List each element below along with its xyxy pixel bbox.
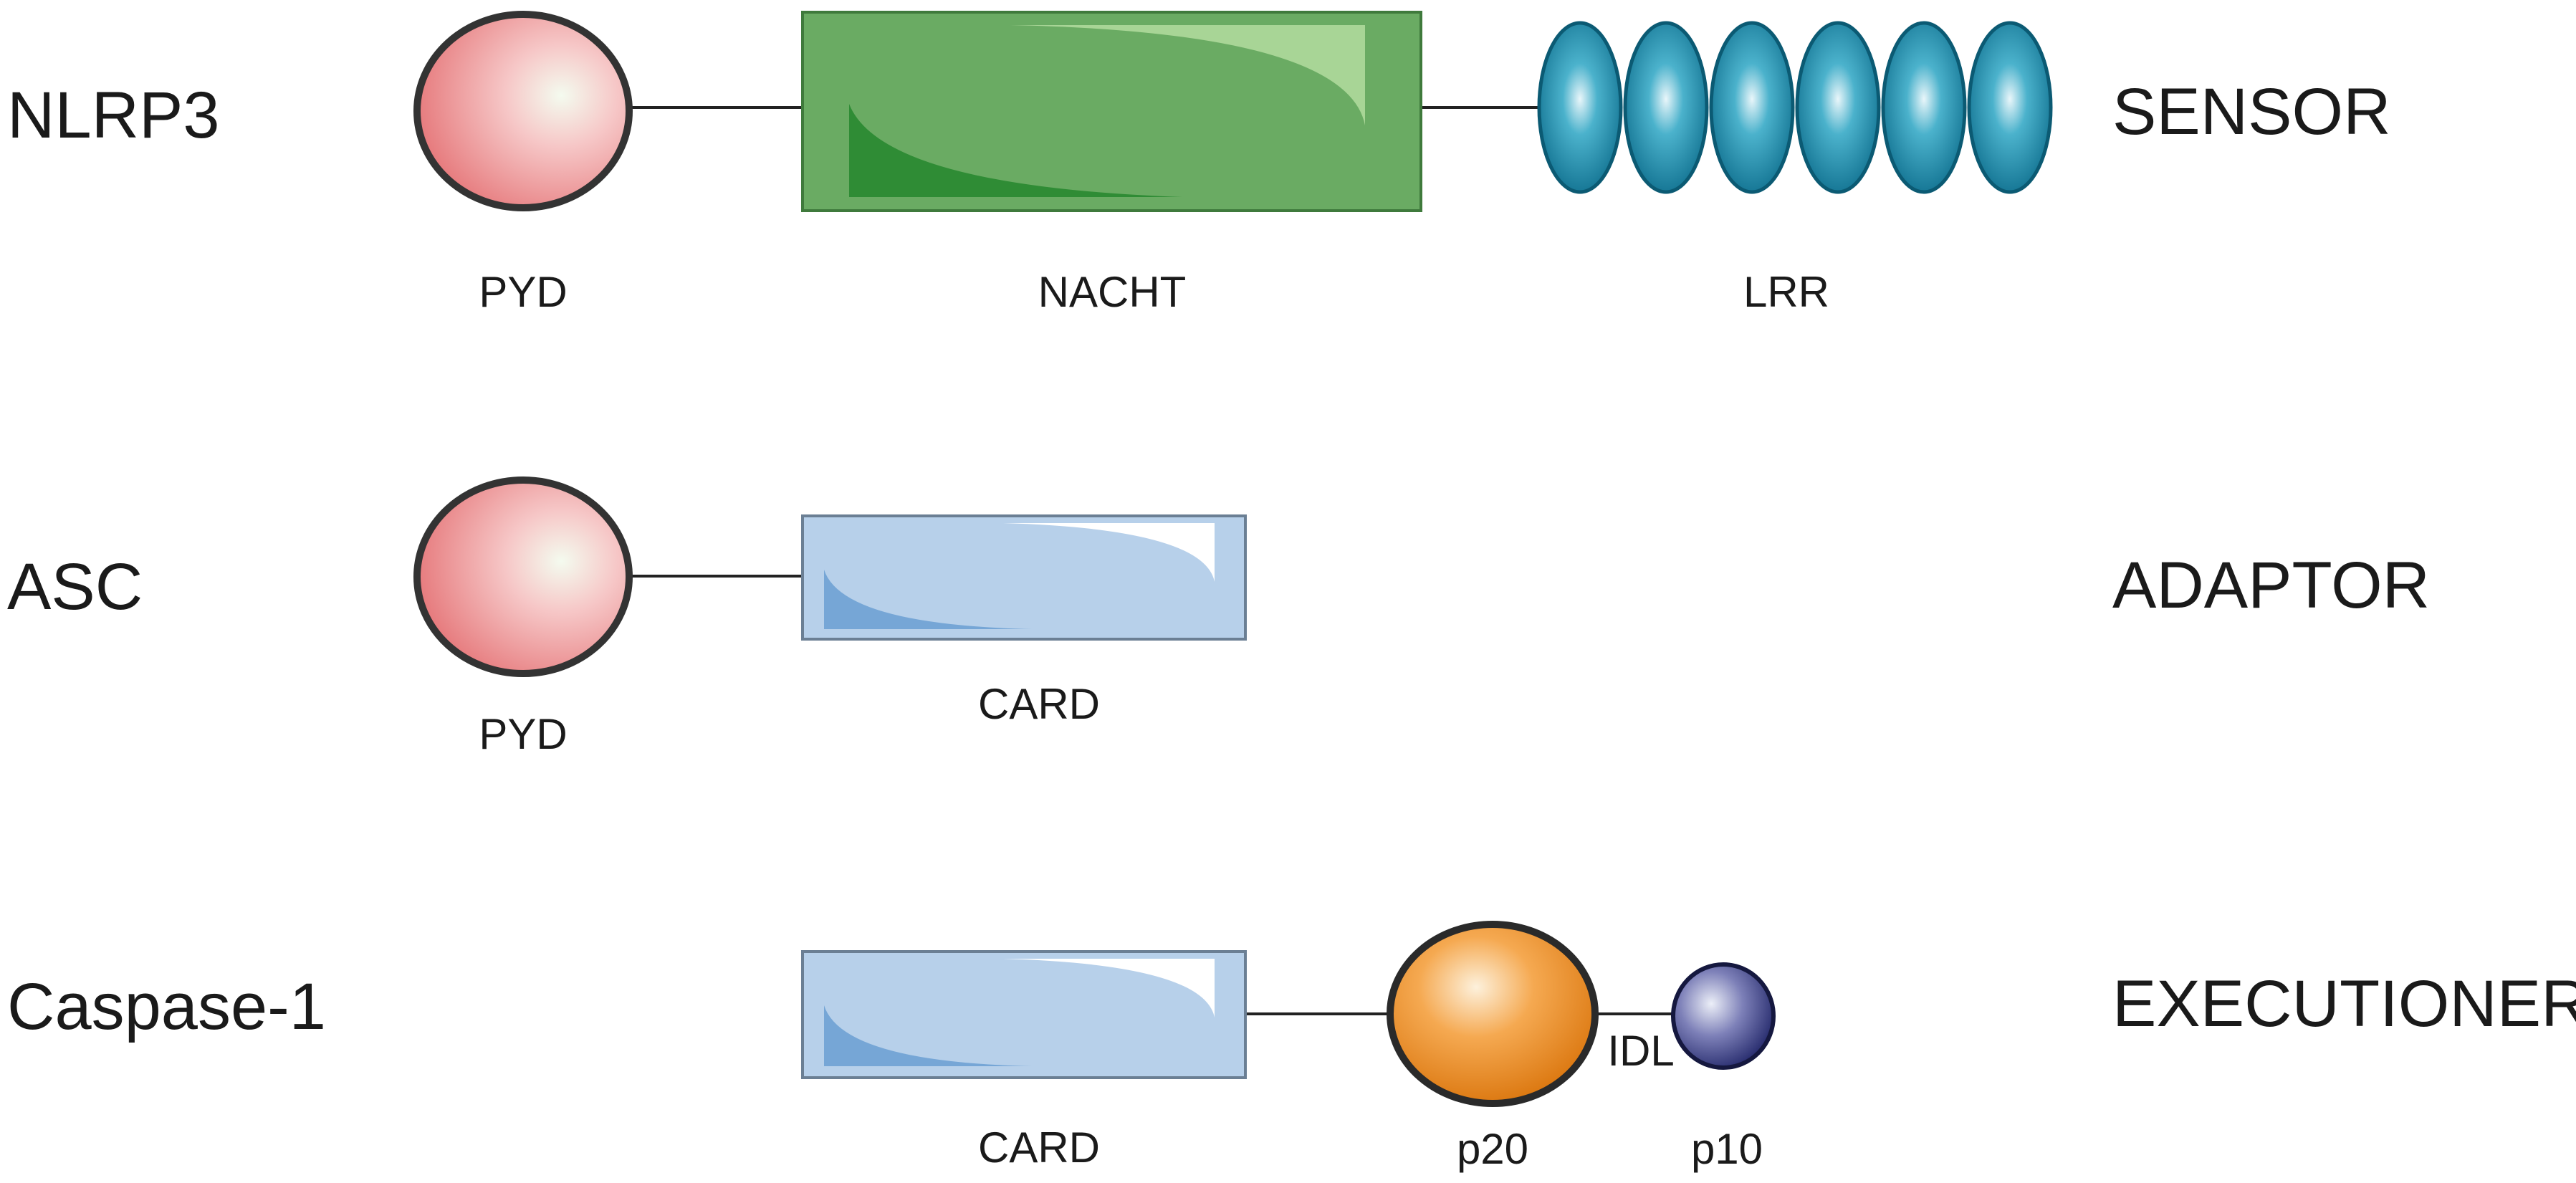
nacht-domain <box>801 11 1422 212</box>
domain-label-card-caspase1: CARD <box>978 1124 1100 1172</box>
domain-label-pyd-nlrp3: PYD <box>479 268 567 316</box>
pyd-domain-asc <box>413 476 633 677</box>
domain-label-idl: IDL <box>1607 1027 1674 1075</box>
card-domain-asc <box>801 514 1247 641</box>
domain-label-nacht: NACHT <box>1038 268 1187 316</box>
card-domain-caspase1 <box>801 950 1247 1079</box>
row-nlrp3: NLRP3 PYD NACHT LRR SENSOR <box>7 11 2391 316</box>
protein-label-nlrp3: NLRP3 <box>7 79 220 152</box>
domain-label-lrr: LRR <box>1743 268 1829 316</box>
row-caspase1: Caspase-1 CARD IDL p20 p10 EXECUTIONER <box>7 921 2576 1173</box>
role-label-sensor: SENSOR <box>2112 75 2391 148</box>
p20-domain <box>1387 921 1599 1107</box>
p10-domain <box>1671 962 1776 1070</box>
domain-label-p20: p20 <box>1457 1125 1528 1173</box>
domain-label-pyd-asc: PYD <box>479 710 567 758</box>
role-label-adaptor: ADAPTOR <box>2112 549 2430 622</box>
pyd-domain-nlrp3 <box>413 11 633 211</box>
row-asc: ASC PYD CARD ADAPTOR <box>7 476 2430 758</box>
domain-label-card-asc: CARD <box>978 680 1100 728</box>
role-label-executioner: EXECUTIONER <box>2112 967 2576 1040</box>
domain-label-p10: p10 <box>1691 1125 1763 1173</box>
lrr-domain <box>1537 21 2053 194</box>
protein-label-asc: ASC <box>7 550 143 623</box>
protein-label-caspase1: Caspase-1 <box>7 970 326 1043</box>
